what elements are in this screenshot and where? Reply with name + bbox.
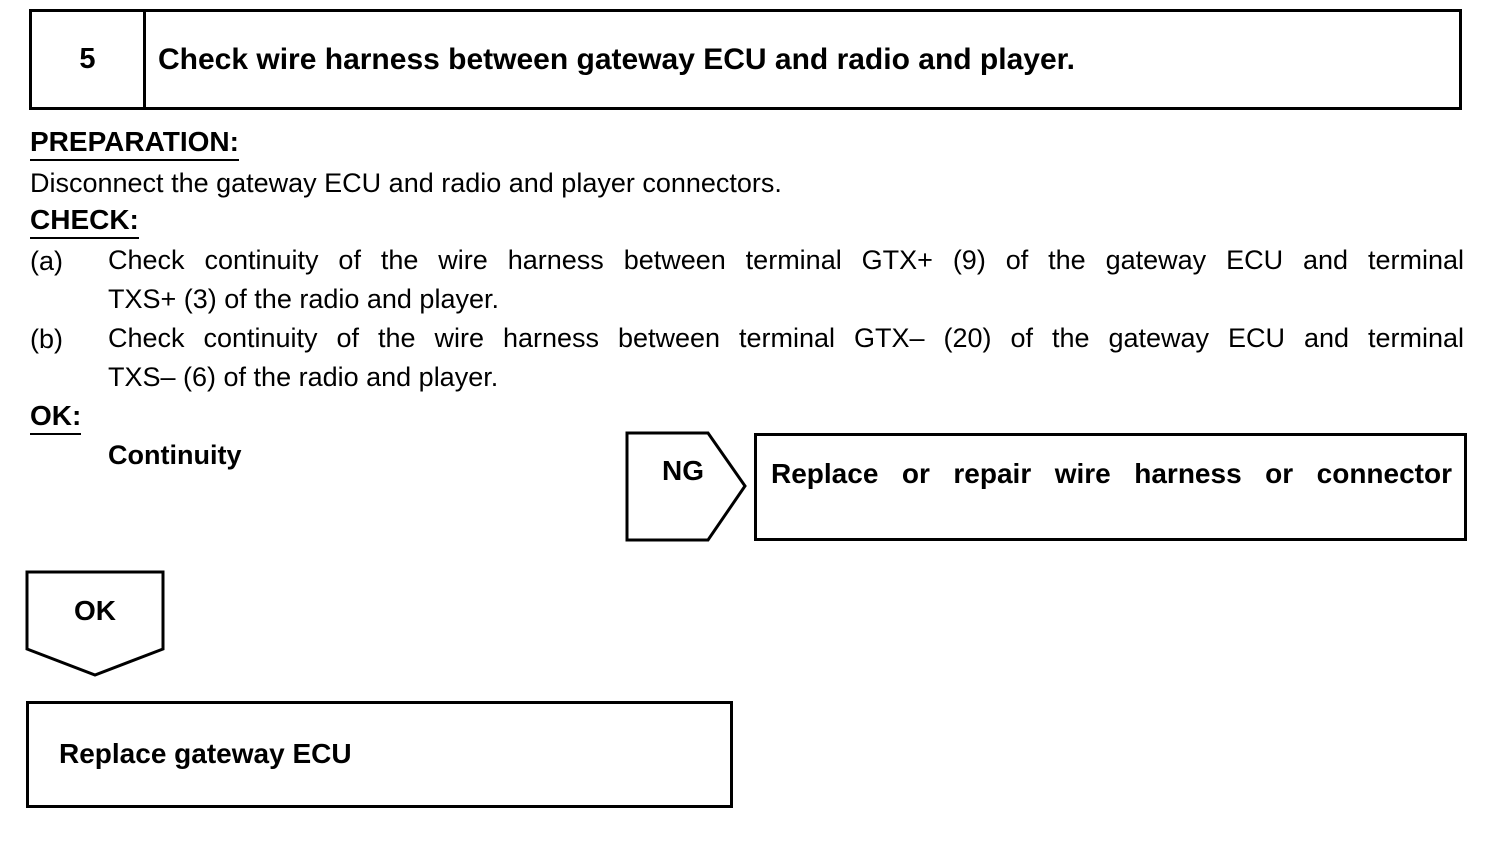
- ok-label: OK: [74, 595, 116, 626]
- check-item-b: Check continuity of the wire harness bet…: [108, 319, 1464, 397]
- preparation-text: Disconnect the gateway ECU and radio and…: [30, 168, 782, 198]
- ng-action-box: Replace or repair wire harness or connec…: [754, 433, 1467, 541]
- check-item-b-line1: Check continuity of the wire harness bet…: [108, 323, 1464, 353]
- check-item-b-line2: TXS– (6) of the radio and player.: [108, 362, 499, 392]
- step-number: 5: [32, 12, 146, 107]
- ok-heading: OK:: [30, 400, 82, 435]
- step-header: 5 Check wire harness between gateway ECU…: [29, 9, 1462, 110]
- ok-result: Continuity: [108, 440, 242, 470]
- ng-arrow-shape: [625, 431, 747, 542]
- check-heading: CHECK:: [30, 204, 139, 239]
- check-item-a-line2: TXS+ (3) of the radio and player.: [108, 284, 499, 314]
- ok-arrow-shape: [25, 570, 165, 677]
- ok-action-text: Replace gateway ECU: [59, 738, 352, 769]
- ok-action-box: Replace gateway ECU: [26, 701, 733, 808]
- ng-action-text: Replace or repair wire harness or connec…: [771, 458, 1452, 489]
- check-item-label-a: (a): [30, 246, 63, 276]
- check-item-a: Check continuity of the wire harness bet…: [108, 241, 1464, 319]
- preparation-heading: PREPARATION:: [30, 126, 239, 161]
- step-title: Check wire harness between gateway ECU a…: [158, 42, 1075, 76]
- check-item-label-b: (b): [30, 324, 63, 354]
- check-item-a-line1: Check continuity of the wire harness bet…: [108, 245, 1464, 275]
- ng-label: NG: [662, 455, 704, 486]
